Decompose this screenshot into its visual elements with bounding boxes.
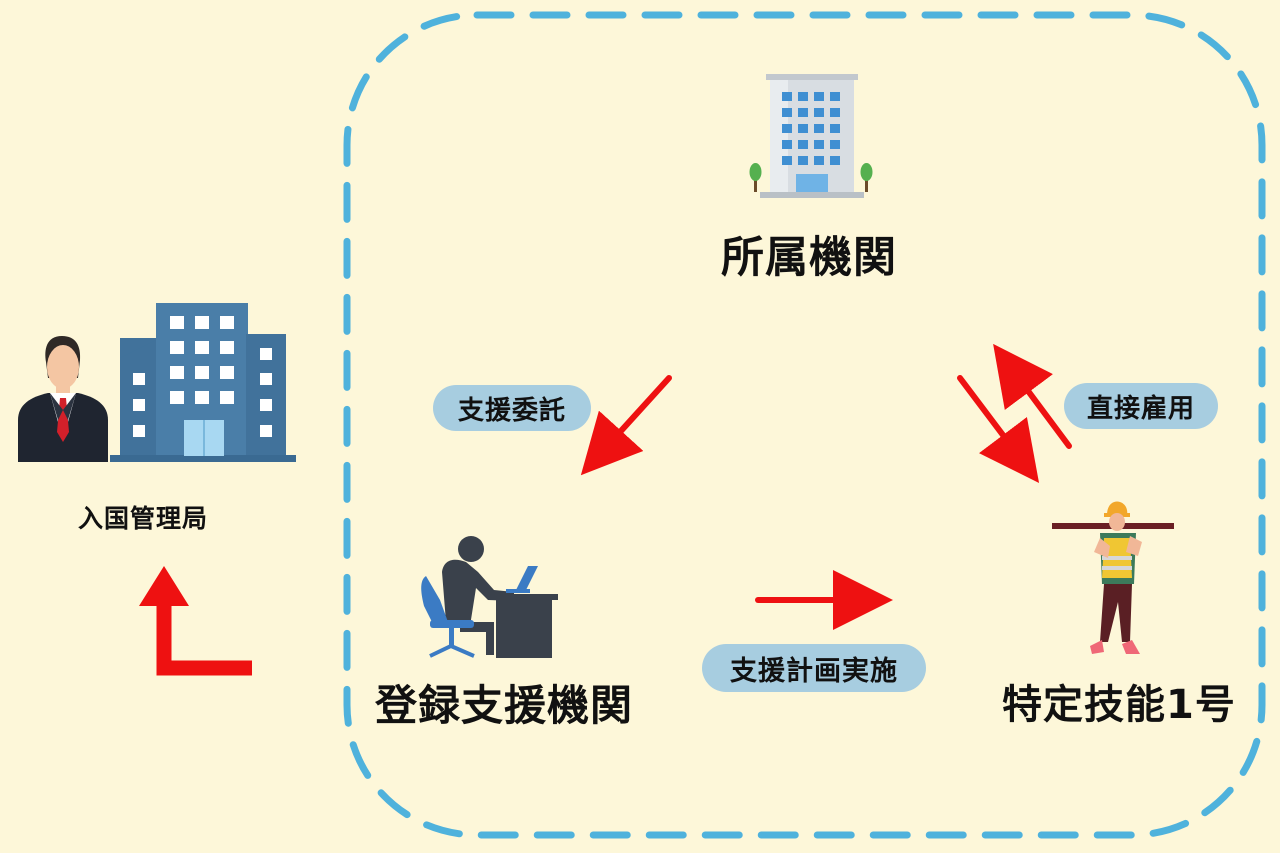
- construction-worker-icon: [1052, 501, 1174, 654]
- report-arrowhead: [139, 566, 189, 606]
- employment-down-arrow: [957, 375, 1040, 483]
- businessman-icon: [18, 336, 108, 462]
- person-at-desk-icon: [421, 536, 558, 658]
- affiliate-label: 所属機関: [721, 233, 897, 283]
- affiliated-building-icon: [749, 74, 873, 198]
- employment-up-arrow: [993, 343, 1072, 449]
- worker-label: 特定技能1号: [1002, 682, 1236, 728]
- organization-boundary: [343, 11, 1266, 839]
- report-to-immigration-arrow: [156, 605, 252, 676]
- support-entrust-pill: 支援委託: [433, 385, 591, 431]
- direct-employment-pill: 直接雇用: [1064, 383, 1218, 429]
- immigration-label: 入国管理局: [78, 504, 209, 533]
- support-plan-pill: 支援計画実施: [702, 644, 926, 692]
- support-entrust-arrow: [580, 375, 672, 476]
- office-building-icon: [110, 303, 296, 462]
- support-org-label: 登録支援機関: [375, 681, 634, 730]
